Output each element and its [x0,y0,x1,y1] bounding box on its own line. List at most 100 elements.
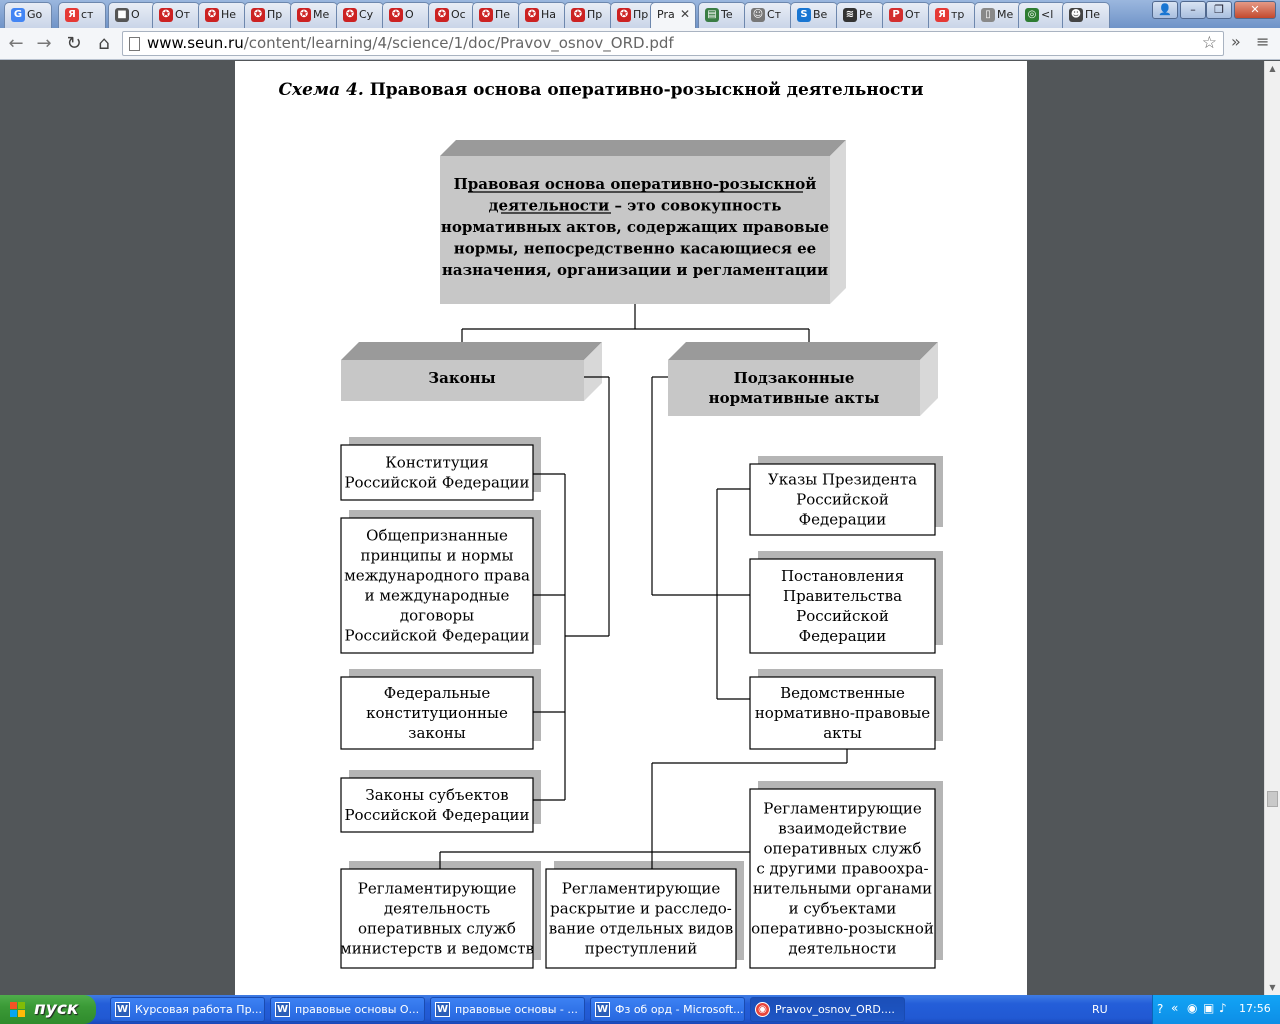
regulating-item-text: преступлений [585,940,697,958]
tab-16[interactable]: ☺Ст [744,2,792,28]
taskbar-item-3[interactable]: W Фз об орд - Microsoft... [590,997,745,1022]
tab-favicon-icon: ✪ [571,8,585,22]
tab-2[interactable]: ■О [108,2,156,28]
tab-10[interactable]: ✪Пе [472,2,520,28]
tab-label: Te [721,8,733,21]
tab-21[interactable]: ▯Ме [974,2,1022,28]
clock[interactable]: 17:56 [1239,1002,1271,1015]
tab-favicon-icon: ▯ [981,8,995,22]
bylaws-item-1 [749,558,936,654]
tab-favicon-icon: S [797,8,811,22]
laws-item-3 [340,777,534,833]
regulating-item-text: оперативных служб [358,920,516,938]
bylaws-item-0 [749,463,936,536]
regulating-item-text: вание отдельных видов [549,920,733,938]
regulating-item-text: нительными органами [753,880,932,898]
home-icon[interactable]: ⌂ [98,33,110,54]
tab-close-icon[interactable]: ✕ [679,7,690,21]
menu-icon[interactable]: ≡ [1256,32,1270,51]
definition-box [440,156,830,304]
tab-11[interactable]: ✪На [518,2,566,28]
definition-box-side [830,140,846,304]
tab-4[interactable]: ✪Не [198,2,246,28]
tab-label: Pra [657,8,675,21]
bylaws-item-text: акты [823,724,862,742]
tab-favicon-icon: ✪ [205,8,219,22]
tab-22[interactable]: ◎<l [1018,2,1066,28]
vertical-scrollbar[interactable]: ▲ ▼ [1264,61,1280,995]
tab-14[interactable]: Pra ✕ [650,2,696,29]
tab-23[interactable]: ☻Пе [1062,2,1110,28]
bylaws-item-2 [749,676,936,750]
scroll-down-icon[interactable]: ▼ [1269,983,1276,992]
bylaws-item-text: Ведомственные [780,684,905,702]
tab-label: Ре [859,8,873,21]
taskbar-item-label: правовые основы О... [295,1003,420,1016]
tab-label: Go [27,8,43,21]
regulating-item-text: Регламентирующие [358,880,517,898]
tab-label: <l [1041,8,1054,21]
tab-label: Ме [997,8,1014,21]
shield-icon[interactable]: ◉ [1187,1001,1198,1015]
restore-icon[interactable]: ❐ [1206,1,1232,19]
tab-favicon-icon: ≋ [843,8,857,22]
tab-15[interactable]: ▤Te [698,2,746,28]
tab-favicon-icon: ✪ [343,8,357,22]
scroll-thumb[interactable] [1267,791,1278,807]
taskbar-item-label: правовые основы - ... [455,1003,578,1016]
definition-text: Правовая основа оперативно-розыскной [454,175,817,193]
tab-label: Пе [495,8,511,21]
tab-9[interactable]: ✪Ос [428,2,476,28]
start-button[interactable]: пуск [0,995,96,1024]
extensions-chevron-icon[interactable]: » [1231,32,1241,51]
tab-7[interactable]: ✪Су [336,2,384,28]
reload-icon[interactable]: ↻ [66,33,82,54]
tab-favicon-icon: P [889,8,903,22]
minimize-icon[interactable]: – [1180,1,1206,19]
tab-favicon-icon: ✪ [617,8,631,22]
tab-label: От [905,8,921,21]
scroll-up-icon[interactable]: ▲ [1269,64,1276,73]
back-arrow-icon[interactable]: ← [8,33,24,54]
profile-icon[interactable]: 👤 [1152,1,1178,19]
address-bar[interactable]: www.seun.ru/content/learning/4/science/1… [122,31,1224,56]
close-icon[interactable]: ✕ [1234,1,1276,19]
tab-favicon-icon: ✪ [479,8,493,22]
laws-item-text: Российской Федерации [344,627,529,645]
tab-3[interactable]: ✪От [152,2,200,28]
word-icon: W [595,1002,610,1017]
tab-18[interactable]: ≋Ре [836,2,884,28]
forward-arrow-icon[interactable]: → [36,33,52,54]
language-indicator[interactable]: RU [1092,1003,1108,1016]
tab-6[interactable]: ✪Ме [290,2,338,28]
bylaws-item-text: нормативно-правовые [755,704,930,722]
laws-item-text: принципы и нормы [361,547,514,565]
chevron-left-icon[interactable]: « [1171,1001,1179,1015]
taskbar-item-4[interactable]: ◉Pravov_osnov_ORD.... [750,997,905,1022]
tab-favicon-icon: ▤ [705,8,719,22]
tab-label: На [541,8,557,21]
help-icon[interactable]: ? [1157,1002,1164,1016]
pdf-page: Схема 4. Правовая основа оперативно-розы… [235,61,1027,995]
tab-12[interactable]: ✪Пр [564,2,612,28]
laws-item-text: договоры [400,607,474,625]
tab-5[interactable]: ✪Пр [244,2,292,28]
volume-icon[interactable]: ♪ [1219,1001,1227,1015]
tab-label: тр [951,8,965,21]
definition-text: нормы, непосредственно касающиеся ее [454,240,816,258]
network-icon[interactable]: ▣ [1203,1001,1215,1015]
regulating-item-text: оперативно-розыскной [751,920,934,938]
taskbar-item-label: Фз об орд - Microsoft... [615,1003,744,1016]
bookmark-star-icon[interactable]: ☆ [1201,33,1217,53]
tab-8[interactable]: ✪О [382,2,430,28]
